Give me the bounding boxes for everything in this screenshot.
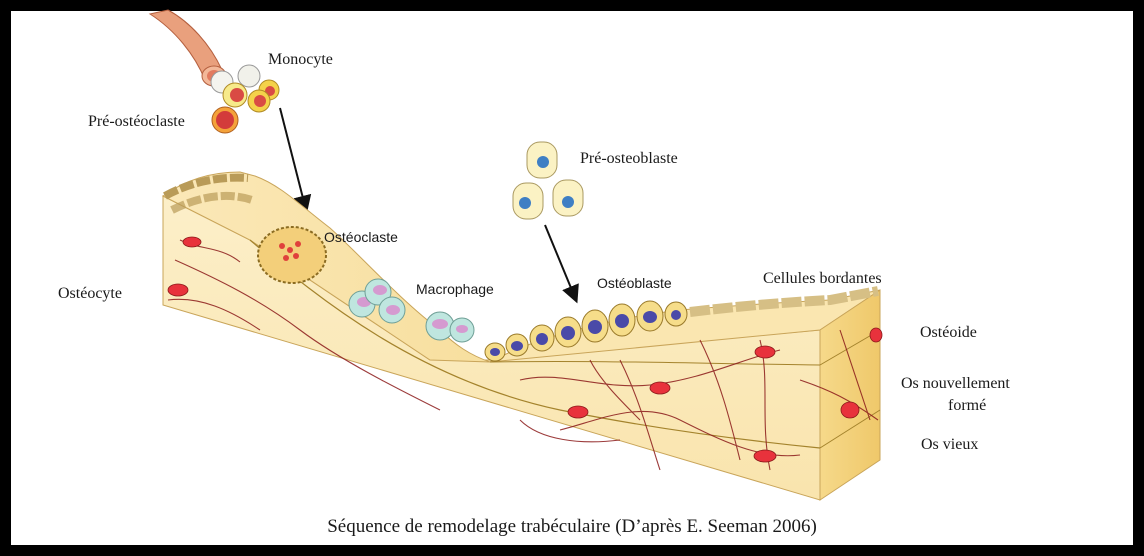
label-old-bone: Os vieux xyxy=(921,436,978,453)
label-pre-osteoclast: Pré-ostéoclaste xyxy=(88,113,185,130)
pre-osteoblast-cells xyxy=(513,142,583,219)
label-macrophage: Macrophage xyxy=(416,281,494,297)
label-monocyte: Monocyte xyxy=(268,51,333,68)
label-osteoid: Ostéoide xyxy=(920,324,977,341)
label-osteocyte: Ostéocyte xyxy=(58,285,122,302)
figure-caption: Séquence de remodelage trabéculaire (D’a… xyxy=(327,516,817,537)
label-osteoclast: Ostéoclaste xyxy=(324,229,398,245)
label-lining-cells: Cellules bordantes xyxy=(763,270,882,287)
label-pre-osteoblast: Pré-osteoblaste xyxy=(580,150,678,167)
monocyte-cluster xyxy=(211,65,279,133)
label-new-bone-line2: formé xyxy=(948,397,986,414)
arrow-to-osteoblast xyxy=(545,225,576,300)
osteoclast-cell xyxy=(258,227,326,283)
label-new-bone-line1: Os nouvellement xyxy=(901,375,1010,392)
label-osteoblast: Ostéoblaste xyxy=(597,275,672,291)
